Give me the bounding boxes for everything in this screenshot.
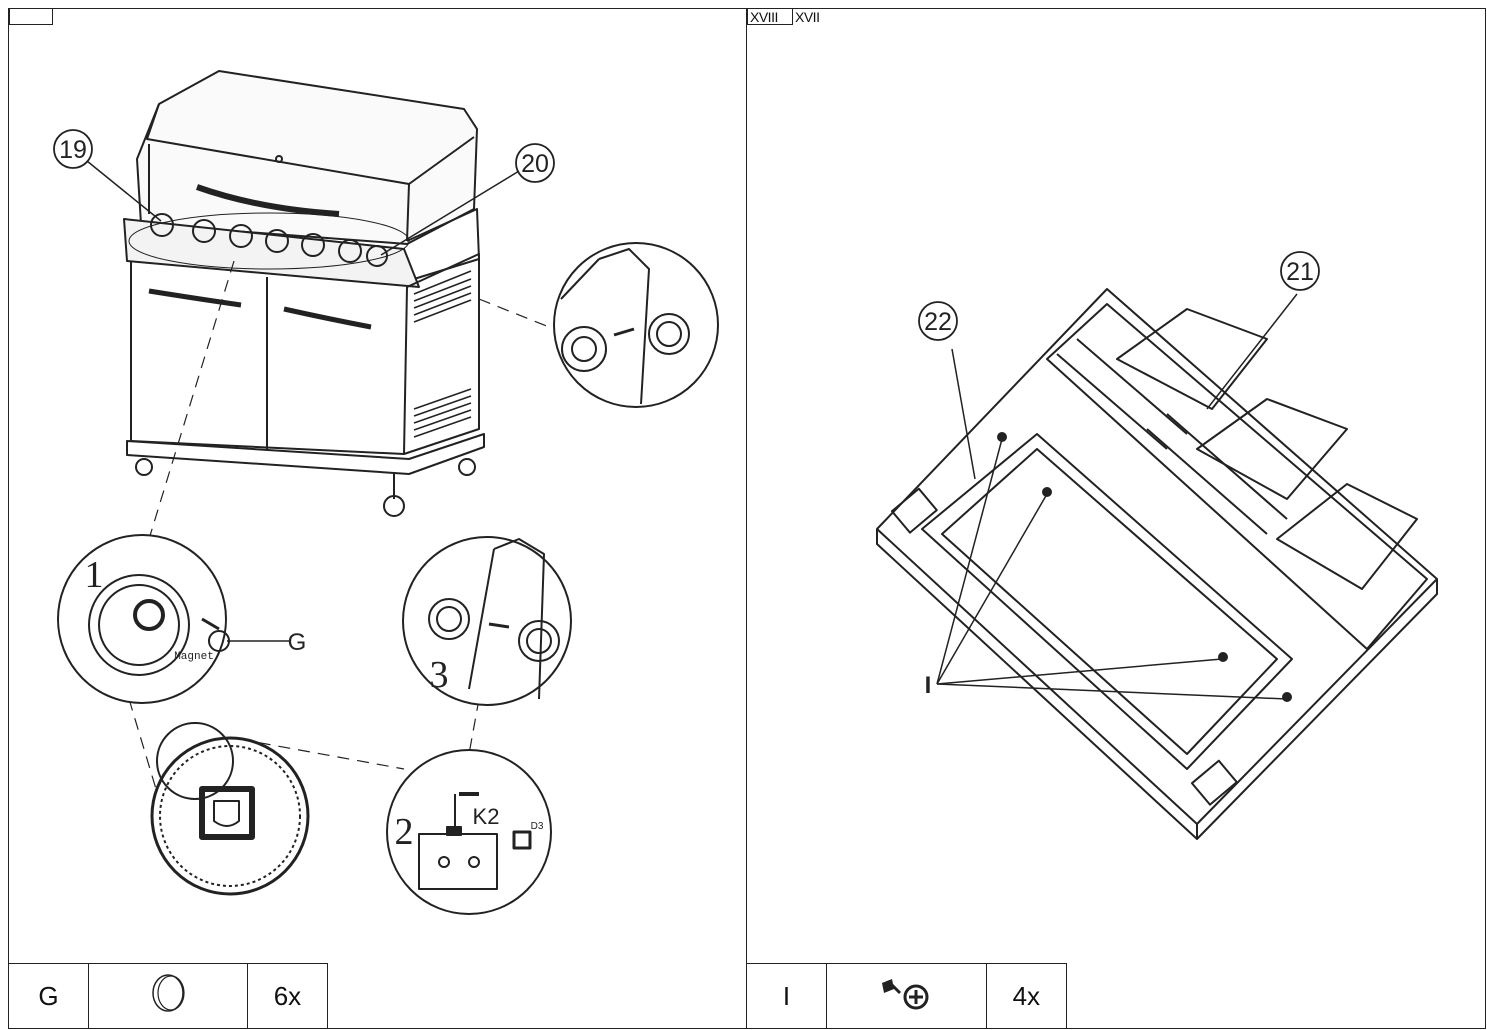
grill-assembly-illustration: 19 20 G Magnet 1 2 3 K2 D3 bbox=[53, 70, 719, 915]
step-number-text: XVII bbox=[795, 9, 820, 25]
step-2-label: 2 bbox=[395, 811, 414, 853]
callout-22: 22 bbox=[924, 308, 952, 336]
battery-icon bbox=[152, 973, 185, 1012]
k2-label: K2 bbox=[473, 804, 500, 829]
part-letter: G bbox=[8, 963, 89, 1029]
callout-21: 21 bbox=[1286, 258, 1314, 286]
part-letter: I bbox=[745, 963, 828, 1029]
part-icon-cell bbox=[826, 963, 987, 1029]
parts-table: I 4x bbox=[745, 963, 1068, 1029]
grill-underside-illustration: 21 22 I bbox=[876, 251, 1438, 840]
screw-icon bbox=[882, 978, 929, 1009]
step-3-label: 3 bbox=[430, 654, 449, 696]
right-step-panel: XVIII XVII bbox=[745, 8, 1486, 1029]
part-quantity: 6x bbox=[246, 963, 329, 1029]
step-number-box bbox=[9, 9, 53, 25]
callout-20: 20 bbox=[521, 150, 549, 178]
magnet-label: Magnet bbox=[174, 651, 214, 663]
parts-table: G 6x bbox=[8, 963, 329, 1029]
callout-g: G bbox=[288, 629, 307, 656]
callout-19: 19 bbox=[59, 136, 87, 164]
left-step-panel: 19 20 G Magnet 1 2 3 K2 D3 G 6x bbox=[8, 8, 747, 1029]
d3-label: D3 bbox=[531, 821, 544, 832]
part-icon-cell bbox=[87, 963, 248, 1029]
part-quantity: 4x bbox=[985, 963, 1068, 1029]
step-number-box: XVIII bbox=[747, 9, 793, 25]
step-1-label: 1 bbox=[85, 554, 104, 596]
callout-i: I bbox=[925, 672, 932, 699]
